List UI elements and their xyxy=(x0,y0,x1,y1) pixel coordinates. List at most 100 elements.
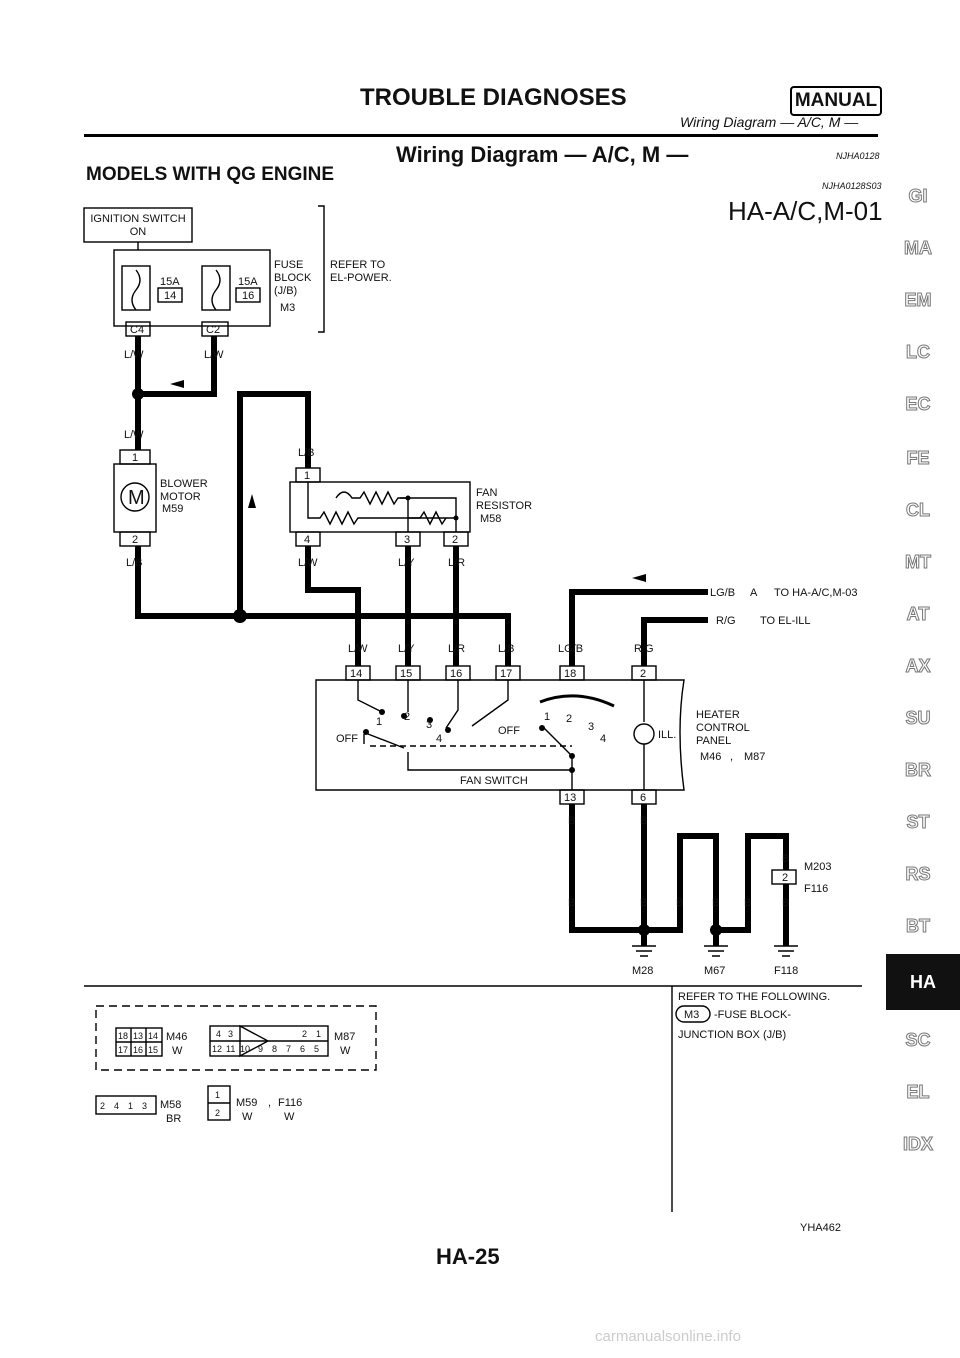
wire-label: B xyxy=(568,815,575,827)
fuse-b-number: 16 xyxy=(242,290,254,302)
pin-label: 1 xyxy=(304,470,310,482)
fuse-ref-label: -FUSE BLOCK- xyxy=(714,1009,791,1021)
wire-label: R/G xyxy=(634,643,654,655)
wire-label: B xyxy=(744,897,751,909)
switch-position-label: 4 xyxy=(436,733,442,745)
refer-el-label: REFER TO xyxy=(330,259,386,271)
pin-label: 18 xyxy=(118,1031,128,1041)
pin-label: 1 xyxy=(316,1029,321,1039)
switch-position-label: 2 xyxy=(566,713,572,725)
pin-label: 14 xyxy=(350,668,362,680)
wire-label: L/R xyxy=(448,643,465,655)
switch-position-label: 2 xyxy=(404,711,410,723)
switch-position-label: 3 xyxy=(426,719,432,731)
pin-label: 18 xyxy=(564,668,576,680)
off-label: OFF xyxy=(336,733,358,745)
side-tab-ha[interactable]: HA xyxy=(886,954,960,1010)
wire-label: L/W xyxy=(298,557,318,569)
side-tab-idx[interactable]: IDX xyxy=(902,1134,933,1155)
header-title: TROUBLE DIAGNOSES xyxy=(360,84,627,111)
pin-label: 3 xyxy=(142,1101,147,1111)
wire-label: L/W xyxy=(204,349,224,361)
side-tab-su[interactable]: SU xyxy=(905,708,931,729)
connector-m87-legend: M87 xyxy=(334,1031,355,1043)
pin-label: 8 xyxy=(272,1044,277,1054)
wire-label: L/Y xyxy=(398,557,415,569)
side-tab-at[interactable]: AT xyxy=(906,604,930,625)
wire-label: L/B xyxy=(126,557,143,569)
ignition-switch-label: IGNITION SWITCH xyxy=(90,213,185,225)
wire-label: B xyxy=(782,897,789,909)
refer-following-label: REFER TO THE FOLLOWING. xyxy=(678,991,830,1003)
side-tab-el[interactable]: EL xyxy=(906,1082,930,1103)
pin-label: 2 xyxy=(132,534,138,546)
pin-label: 10 xyxy=(240,1044,250,1054)
connector-f116-label: F116 xyxy=(804,883,828,895)
pin-label: 16 xyxy=(133,1045,143,1055)
side-tab-sc[interactable]: SC xyxy=(905,1030,931,1051)
connector-m46-legend: M46 xyxy=(166,1031,187,1043)
pin-label: 4 xyxy=(114,1101,119,1111)
pin-label: 1 xyxy=(132,452,138,464)
pin-label: 2 xyxy=(452,534,458,546)
section-title: MODELS WITH QG ENGINE xyxy=(86,164,335,185)
pin-label: 17 xyxy=(500,668,512,680)
fuse-ref-label-2: JUNCTION BOX (J/B) xyxy=(678,1029,786,1041)
pin-label: 9 xyxy=(258,1044,263,1054)
connector-a-label: A xyxy=(750,587,758,599)
side-tab-ec[interactable]: EC xyxy=(905,394,931,415)
connector-f116-legend: F116 xyxy=(278,1097,302,1109)
wire-label: B xyxy=(712,897,719,909)
pin-c4: C4 xyxy=(130,324,144,336)
page-title-code: NJHA0128 xyxy=(836,151,880,161)
fuse-a-rating: 15A xyxy=(160,276,180,288)
side-tab-rs[interactable]: RS xyxy=(905,864,931,885)
page-number: HA-25 xyxy=(436,1244,500,1269)
header-subtitle: Wiring Diagram — A/C, M — xyxy=(680,114,859,130)
connector-m59-legend: M59 xyxy=(236,1097,257,1109)
side-tab-em[interactable]: EM xyxy=(904,290,932,311)
pin-label: 2 xyxy=(640,668,646,680)
wire-label: B xyxy=(676,897,683,909)
side-tab-fe[interactable]: FE xyxy=(906,448,930,469)
side-tab-ma[interactable]: MA xyxy=(904,238,933,259)
fan-switch-label: FAN SWITCH xyxy=(460,775,528,787)
fuse-a-number: 14 xyxy=(164,290,176,302)
wire-label: L/Y xyxy=(398,643,415,655)
side-tab-bt[interactable]: BT xyxy=(906,916,931,937)
side-tab-ax[interactable]: AX xyxy=(905,656,931,677)
pin-c2: C2 xyxy=(206,324,220,336)
pin-label: 2 xyxy=(100,1101,105,1111)
section-code: NJHA0128S03 xyxy=(822,181,882,191)
manual-badge: MANUAL xyxy=(790,86,882,116)
connector-m87-label: M87 xyxy=(744,751,765,763)
side-tab-mt[interactable]: MT xyxy=(905,552,932,573)
fan-resistor-box xyxy=(289,481,471,533)
wire-label: L/R xyxy=(448,557,465,569)
heater-control-label-3: PANEL xyxy=(696,735,731,747)
wire-label: B xyxy=(782,853,789,865)
pin-label: 4 xyxy=(304,534,310,546)
side-tab-br[interactable]: BR xyxy=(905,760,932,781)
color-label: W xyxy=(340,1045,351,1057)
blower-motor-label: BLOWER xyxy=(160,478,208,490)
motor-symbol-label: M xyxy=(128,487,145,509)
page-title: Wiring Diagram — A/C, M — xyxy=(396,142,689,167)
pin-label: 13 xyxy=(133,1031,143,1041)
side-tab-lc[interactable]: LC xyxy=(906,342,931,363)
pin-label: 1 xyxy=(128,1101,133,1111)
wire-label: B xyxy=(640,815,647,827)
connector-m3-label: M3 xyxy=(280,302,295,314)
pin-label: 7 xyxy=(286,1044,291,1054)
side-tab-st[interactable]: ST xyxy=(906,812,930,833)
off-label: OFF xyxy=(498,725,520,737)
wire-label: LG/B xyxy=(558,643,583,655)
connector-m59-label: M59 xyxy=(162,503,183,515)
side-tab-cl[interactable]: CL xyxy=(906,500,931,521)
wire-label: L/W xyxy=(348,643,368,655)
fuse-b-rating: 15A xyxy=(238,276,258,288)
ground-f118-label: F118 xyxy=(774,965,798,977)
side-tab-gi[interactable]: GI xyxy=(908,186,928,207)
blower-motor-label-2: MOTOR xyxy=(160,491,201,503)
